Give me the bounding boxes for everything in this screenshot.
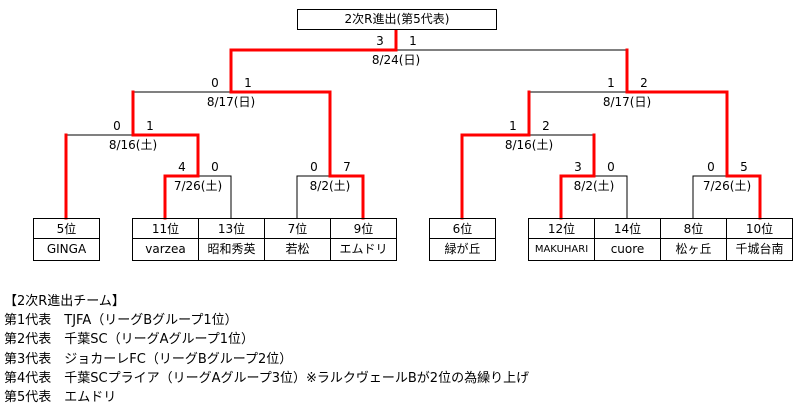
bracket-lines: [64, 27, 762, 220]
score-right: 0: [607, 160, 615, 174]
team-name: 緑が丘: [429, 239, 496, 261]
score-left: 0: [211, 76, 219, 90]
score-left: 3: [376, 34, 384, 48]
score-right: 1: [244, 76, 252, 90]
notes-line: 第3代表 ジョカーレFC（リーグBグループ2位）: [4, 351, 293, 367]
match-date: 8/16(土): [108, 138, 158, 152]
score-right: 2: [542, 119, 550, 133]
match-date: 8/2(土): [573, 179, 615, 193]
team-rank: 13位: [198, 218, 265, 239]
team-rank: 14位: [594, 218, 661, 239]
score-left: 1: [509, 119, 517, 133]
team-name: 昭和秀英: [198, 239, 265, 261]
team-name: varzea: [132, 239, 199, 261]
team-name: 千城台南: [726, 239, 793, 261]
score-right: 5: [740, 160, 748, 174]
match-date: 8/24(日): [371, 53, 421, 67]
notes-heading: 【2次R進出チーム】: [4, 294, 125, 309]
match-date: 8/16(土): [504, 138, 554, 152]
team-rank: 9位: [330, 218, 397, 239]
notes-line: 第1代表 TJFA（リーグBグループ1位）: [4, 313, 238, 329]
match-date: 8/2(土): [309, 179, 351, 193]
score-left: 0: [310, 160, 318, 174]
team-box: 13位昭和秀英: [198, 218, 265, 261]
score-left: 0: [113, 119, 121, 133]
score-right: 7: [343, 160, 351, 174]
team-rank: 8位: [660, 218, 727, 239]
score-right: 2: [640, 76, 648, 90]
team-box: 10位千城台南: [726, 218, 793, 261]
notes-line: 第4代表 千葉SCプライア（リーグAグループ3位）※ラルクヴェールBが2位の為繰…: [4, 370, 530, 386]
qualified-teams-notes: 【2次R進出チーム】 第1代表 TJFA（リーグBグループ1位） 第2代表 千葉…: [4, 292, 529, 405]
score-right: 0: [211, 160, 219, 174]
match-date: 7/26(土): [702, 179, 752, 193]
match-date: 7/26(土): [173, 179, 223, 193]
team-box: 7位若松: [264, 218, 331, 261]
team-name: 若松: [264, 239, 331, 261]
notes-line: 第2代表 千葉SC（リーグAグループ1位）: [4, 332, 254, 348]
team-rank: 5位: [33, 218, 100, 239]
team-name: エムドリ: [330, 239, 397, 261]
team-name: GINGA: [33, 239, 100, 261]
team-box: 8位松ヶ丘: [660, 218, 727, 261]
match-date: 8/17(日): [206, 95, 256, 109]
team-rank: 10位: [726, 218, 793, 239]
team-name: MAKUHARI: [528, 239, 595, 261]
team-box: 6位緑が丘: [429, 218, 496, 261]
score-left: 4: [178, 160, 186, 174]
team-rank: 7位: [264, 218, 331, 239]
match-date: 8/17(日): [602, 95, 652, 109]
notes-line: 第5代表 エムドリ: [4, 390, 117, 405]
team-rank: 11位: [132, 218, 199, 239]
score-right: 1: [146, 119, 154, 133]
team-rank: 6位: [429, 218, 496, 239]
team-name: 松ヶ丘: [660, 239, 727, 261]
score-left: 3: [574, 160, 582, 174]
team-box: 9位エムドリ: [330, 218, 397, 261]
bracket-title: 2次R進出(第5代表): [297, 9, 497, 30]
team-name: cuore: [594, 239, 661, 261]
score-left: 1: [607, 76, 615, 90]
score-right: 1: [409, 34, 417, 48]
team-rank: 12位: [528, 218, 595, 239]
score-left: 0: [707, 160, 715, 174]
